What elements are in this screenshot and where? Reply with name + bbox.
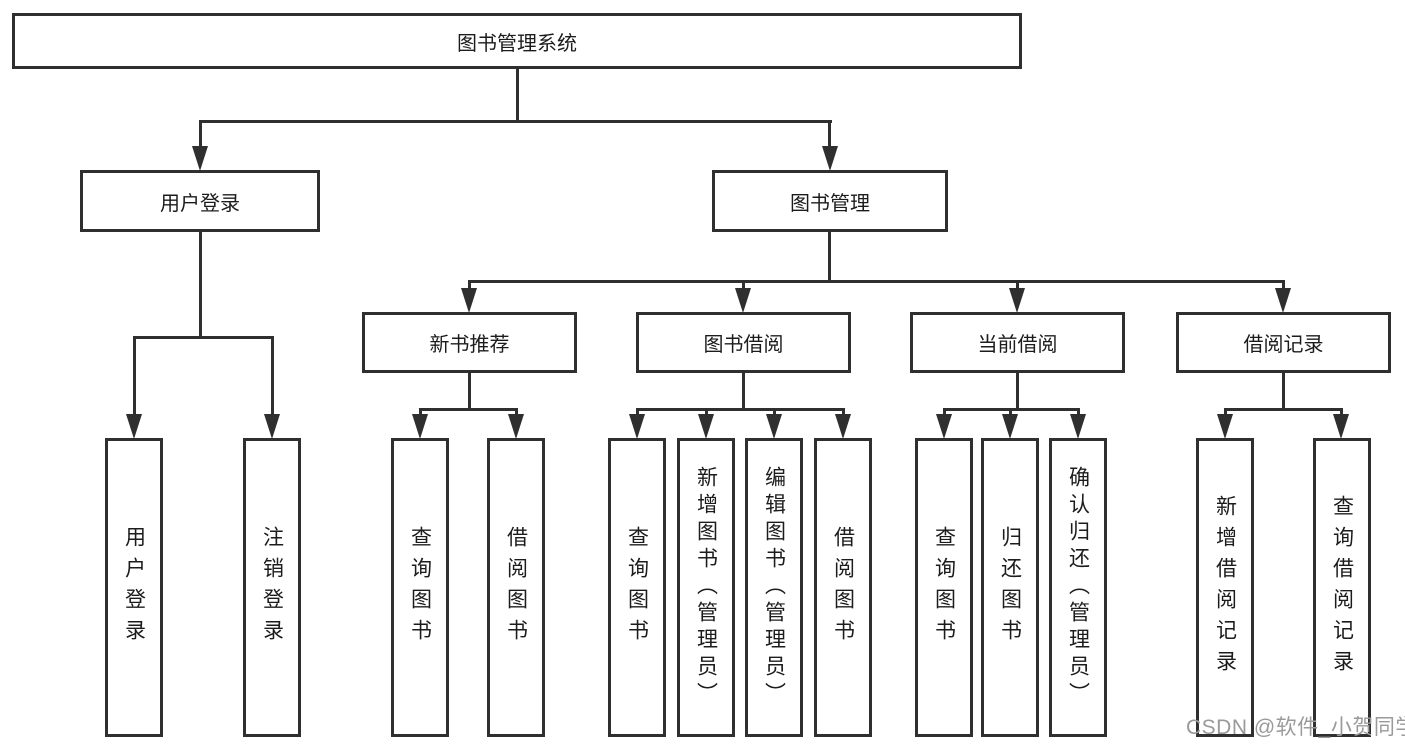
connector-stem	[468, 373, 471, 408]
connector-line	[705, 408, 708, 418]
arrow-down-icon	[1275, 288, 1291, 313]
arrow-down-icon	[835, 414, 851, 439]
connector-book-mgmt-stem	[828, 232, 831, 280]
connector-line	[636, 408, 639, 418]
node-book-management: 图书管理	[712, 170, 948, 232]
leaf-return-book: 归还图书	[981, 438, 1039, 737]
connector-root-stem	[516, 69, 519, 120]
connector-line	[1340, 408, 1343, 418]
connector-line	[199, 120, 202, 150]
connector-line	[468, 280, 471, 294]
node-library-system: 图书管理系统	[12, 13, 1022, 69]
node-user-login: 用户登录	[80, 170, 320, 232]
arrow-down-icon	[822, 146, 838, 171]
connector-line	[842, 408, 845, 418]
node-borrowing-records: 借阅记录	[1176, 312, 1391, 373]
connector-line	[742, 280, 745, 294]
arrow-down-icon	[1217, 414, 1233, 439]
arrow-down-icon	[1002, 414, 1018, 439]
arrow-down-icon	[264, 414, 280, 439]
leaf-edit-book-admin: 编辑图书（管理员）	[745, 438, 803, 737]
csdn-watermark: CSDN @软件_小贺同学	[1186, 716, 1405, 739]
leaf-query-books-borrowing: 查询图书	[608, 438, 666, 737]
arrow-down-icon	[1333, 414, 1349, 439]
arrow-down-icon	[412, 414, 428, 439]
connector-line	[419, 408, 422, 418]
leaf-logout: 注销登录	[243, 438, 301, 737]
connector-line	[828, 120, 831, 150]
arrow-down-icon	[1009, 288, 1025, 313]
connector-line	[1009, 408, 1012, 418]
leaf-borrow-books-borrowing: 借阅图书	[814, 438, 872, 737]
connector-line	[1077, 408, 1080, 418]
leaf-confirm-return-admin: 确认归还（管理员）	[1049, 438, 1107, 737]
arrow-down-icon	[461, 288, 477, 313]
arrow-down-icon	[126, 414, 142, 439]
node-book-borrowing: 图书借阅	[636, 312, 851, 373]
arrow-down-icon	[766, 414, 782, 439]
connector-rail	[419, 408, 518, 411]
connector-line	[773, 408, 776, 418]
arrow-down-icon	[508, 414, 524, 439]
arrow-down-icon	[192, 146, 208, 171]
arrow-down-icon	[735, 288, 751, 313]
connector-line	[515, 408, 518, 418]
connector-line	[943, 408, 946, 418]
connector-user-login-stem	[199, 232, 202, 336]
connector-line	[1224, 408, 1227, 418]
connector-level3-rail	[468, 280, 1285, 283]
leaf-borrow-books-recommend: 借阅图书	[487, 438, 545, 737]
arrow-down-icon	[629, 414, 645, 439]
connector-line	[271, 336, 274, 418]
node-current-borrowing: 当前借阅	[910, 312, 1125, 373]
connector-line	[1016, 280, 1019, 294]
connector-stem	[1282, 373, 1285, 408]
leaf-add-borrow-record: 新增借阅记录	[1196, 438, 1254, 737]
connector-line	[1282, 280, 1285, 294]
connector-rail	[636, 408, 845, 411]
leaf-query-books-current: 查询图书	[915, 438, 973, 737]
connector-stem	[742, 373, 745, 408]
node-new-book-recommendation: 新书推荐	[362, 312, 577, 373]
connector-level2-rail	[199, 120, 832, 123]
arrow-down-icon	[936, 414, 952, 439]
leaf-user-login: 用户登录	[105, 438, 163, 737]
connector-rail	[1224, 408, 1343, 411]
connector-line	[133, 336, 136, 418]
arrow-down-icon	[698, 414, 714, 439]
connector-user-login-rail	[133, 336, 274, 339]
connector-stem	[1016, 373, 1019, 408]
leaf-query-borrow-record: 查询借阅记录	[1313, 438, 1371, 737]
arrow-down-icon	[1070, 414, 1086, 439]
leaf-add-book-admin: 新增图书（管理员）	[677, 438, 735, 737]
leaf-query-books-recommend: 查询图书	[391, 438, 449, 737]
